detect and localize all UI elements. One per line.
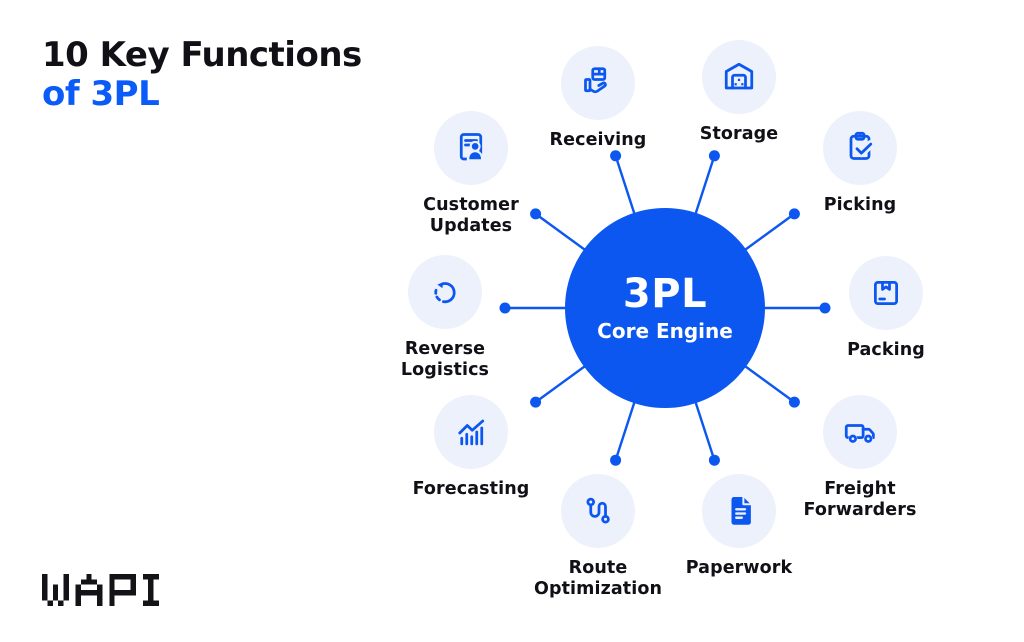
node-bubble bbox=[561, 474, 635, 548]
node-label: Freight Forwarders bbox=[803, 479, 917, 521]
circular-arrow-icon bbox=[434, 282, 456, 304]
node-reverse-logistics: Reverse Logistics bbox=[360, 255, 530, 382]
core-subtitle: Core Engine bbox=[597, 319, 733, 343]
node-label: Forecasting bbox=[412, 479, 530, 499]
title-line-1: 10 Key Functions bbox=[42, 35, 362, 75]
package-box-icon bbox=[874, 281, 898, 305]
node-label: Reverse Logistics bbox=[400, 339, 490, 381]
clipboard-check-icon bbox=[849, 131, 875, 160]
node-bubble bbox=[561, 46, 635, 120]
truck-icon bbox=[844, 424, 875, 444]
node-bubble bbox=[823, 111, 897, 185]
node-route-optimization: Route Optimization bbox=[513, 474, 683, 601]
node-storage: Storage bbox=[654, 40, 824, 145]
node-receiving: Receiving bbox=[513, 46, 683, 151]
node-bubble bbox=[434, 111, 508, 185]
node-label: Picking bbox=[823, 195, 897, 215]
page-title: 10 Key Functions of 3PL bbox=[42, 35, 362, 115]
spoke-lines bbox=[505, 155, 825, 461]
node-bubble bbox=[408, 255, 482, 329]
wapi-logo bbox=[42, 574, 159, 606]
node-label: Receiving bbox=[549, 130, 647, 150]
person-card-icon bbox=[459, 133, 484, 162]
title-line-2: of 3PL bbox=[42, 74, 160, 115]
node-bubble bbox=[434, 395, 508, 469]
hand-receiving-box-icon bbox=[584, 67, 607, 94]
node-label: Paperwork bbox=[685, 558, 793, 578]
node-bubble bbox=[702, 474, 776, 548]
node-paperwork: Paperwork bbox=[654, 474, 824, 579]
document-icon bbox=[731, 496, 752, 525]
spoke-dots bbox=[499, 150, 831, 466]
node-packing: Packing bbox=[801, 256, 971, 361]
node-label: Customer Updates bbox=[423, 195, 519, 237]
node-picking: Picking bbox=[775, 111, 945, 216]
core-engine-hub: 3PL Core Engine bbox=[565, 208, 765, 408]
node-bubble bbox=[702, 40, 776, 114]
core-title: 3PL bbox=[622, 271, 708, 317]
route-path-icon bbox=[586, 497, 610, 524]
node-label: Storage bbox=[699, 124, 779, 144]
node-freight-forwarders: Freight Forwarders bbox=[775, 395, 945, 522]
trend-chart-icon bbox=[458, 419, 485, 446]
node-bubble bbox=[823, 395, 897, 469]
node-label: Route Optimization bbox=[533, 558, 663, 600]
node-customer-updates: Customer Updates bbox=[386, 111, 556, 238]
node-label: Packing bbox=[847, 340, 925, 360]
node-forecasting: Forecasting bbox=[386, 395, 556, 500]
warehouse-icon bbox=[724, 62, 754, 90]
node-bubble bbox=[849, 256, 923, 330]
wapi-logo-glyphs bbox=[42, 574, 159, 606]
